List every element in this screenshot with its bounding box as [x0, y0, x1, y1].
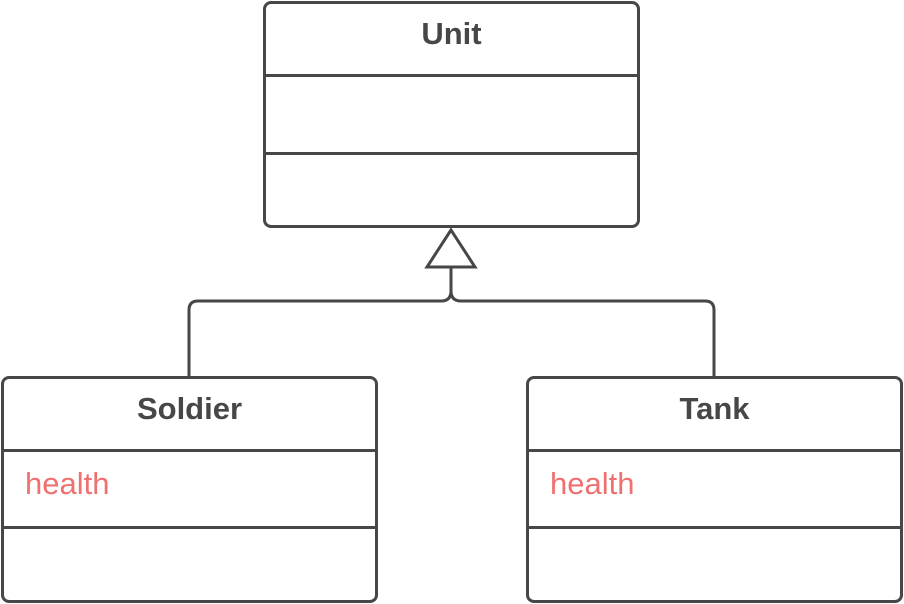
- attributes-compartment: health: [529, 452, 900, 529]
- class-box-tank[interactable]: Tank health: [526, 376, 903, 603]
- attributes-compartment: [266, 77, 637, 155]
- attribute-item: health: [25, 466, 110, 501]
- class-name: Soldier: [4, 379, 375, 452]
- attribute-item: health: [550, 466, 635, 501]
- class-box-soldier[interactable]: Soldier health: [1, 376, 378, 603]
- class-name: Unit: [266, 4, 637, 77]
- generalization-arrowhead-icon: [424, 227, 478, 269]
- class-name: Tank: [529, 379, 900, 452]
- soldier-to-unit-connector: [187, 267, 453, 376]
- tank-to-unit-connector: [449, 290, 716, 376]
- attributes-compartment: health: [4, 452, 375, 529]
- class-box-unit[interactable]: Unit: [263, 1, 640, 228]
